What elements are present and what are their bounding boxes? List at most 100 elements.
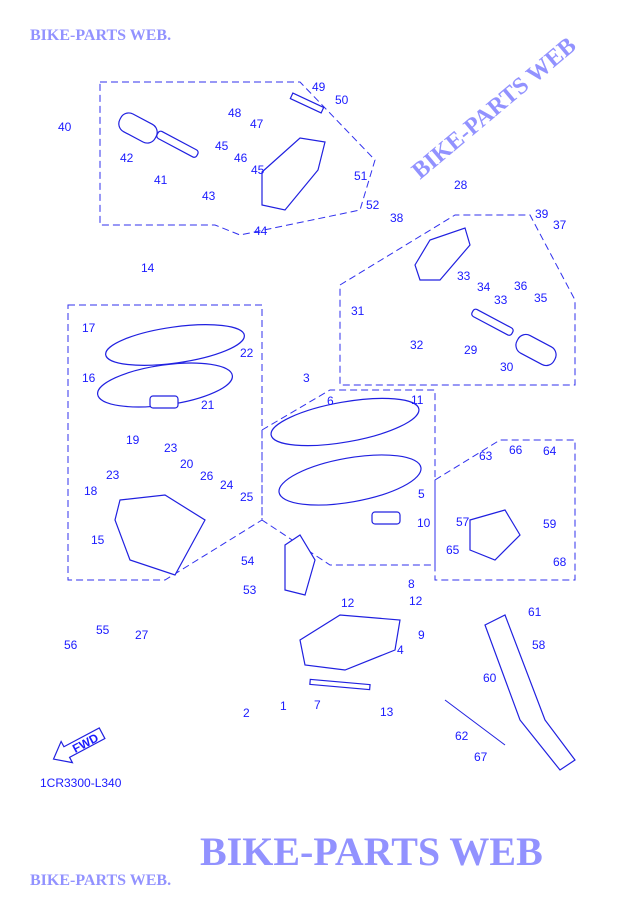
part-label: 13 (380, 705, 394, 719)
part-label: 2 (243, 706, 250, 720)
part-label: 5 (418, 487, 425, 501)
holder-4 (299, 614, 401, 671)
watermark: BIKE-PARTS WEB. (30, 872, 171, 889)
switch-57 (469, 509, 521, 561)
bracket-28 (414, 227, 471, 281)
part-label: 64 (543, 444, 557, 458)
sidestand-58 (484, 614, 576, 771)
watermark: BIKE-PARTS WEB (407, 32, 581, 184)
part-label: 21 (201, 398, 215, 412)
bracket-44 (261, 137, 326, 211)
spring-62 (444, 699, 506, 746)
part-label: 27 (135, 628, 149, 642)
part-label: 48 (228, 106, 242, 120)
part-label: 46 (234, 151, 248, 165)
part-label: 15 (91, 533, 105, 547)
part-label: 67 (474, 750, 488, 764)
part-label: 10 (417, 516, 431, 530)
footboard-5 (278, 454, 422, 506)
watermark: BIKE-PARTS WEB. (30, 27, 171, 44)
part-label: 40 (58, 120, 72, 134)
part-label: 41 (154, 173, 168, 187)
part-label: 60 (483, 671, 497, 685)
part-label: 9 (418, 628, 425, 642)
part-label: 3 (303, 371, 310, 385)
part-label: 63 (479, 449, 493, 463)
group-28-frame (339, 214, 576, 386)
part-label: 51 (354, 169, 368, 183)
part-label: 58 (532, 638, 546, 652)
part-label: 34 (477, 280, 491, 294)
group-40-frame (99, 81, 376, 236)
part-label: 55 (96, 623, 110, 637)
part-label: 68 (553, 555, 567, 569)
part-label: 26 (200, 469, 214, 483)
part-label: 22 (240, 346, 254, 360)
rubber-21 (149, 395, 179, 409)
part-label: 49 (312, 80, 326, 94)
part-label: 62 (455, 729, 469, 743)
part-label: 61 (528, 605, 542, 619)
fwd-arrow-icon (52, 727, 106, 764)
part-label: 20 (180, 457, 194, 471)
part-label: 29 (464, 343, 478, 357)
bolt-7 (309, 678, 371, 691)
part-label: 6 (327, 394, 334, 408)
part-label: 33 (457, 269, 471, 283)
part-label: 25 (240, 490, 254, 504)
part-label: 66 (509, 443, 523, 457)
peg-rod-29 (471, 308, 514, 336)
parts (97, 92, 576, 771)
part-label: 8 (408, 577, 415, 591)
part-label: 23 (106, 468, 120, 482)
watermark: BIKE-PARTS WEB (200, 829, 543, 874)
part-label: 42 (120, 151, 134, 165)
part-label: 19 (126, 433, 140, 447)
part-label: 4 (397, 643, 404, 657)
part-label: 54 (241, 554, 255, 568)
part-label: 7 (314, 698, 321, 712)
part-label: 50 (335, 93, 349, 107)
footboard-cover-17 (105, 324, 245, 366)
part-label: 45 (215, 139, 229, 153)
part-label: 36 (514, 279, 528, 293)
part-label: 57 (456, 515, 470, 529)
footpeg-rubber-30 (515, 333, 557, 367)
part-label: 44 (254, 224, 268, 238)
bolt-49 (289, 92, 325, 114)
part-label: 1 (280, 699, 287, 713)
diagram-code: 1CR3300-L340 (40, 776, 122, 790)
part-label: 33 (494, 293, 508, 307)
bracket-54 (284, 534, 316, 596)
part-label: 18 (84, 484, 98, 498)
part-label: 65 (446, 543, 460, 557)
part-label: 35 (534, 291, 548, 305)
part-label: 12 (409, 594, 423, 608)
footboard-cover-6 (270, 397, 420, 447)
part-label: 14 (141, 261, 155, 275)
part-label: 17 (82, 321, 96, 335)
part-label: 38 (390, 211, 404, 225)
footboard-bracket (114, 494, 206, 576)
group-frames (67, 81, 576, 581)
part-label: 52 (366, 198, 380, 212)
part-label: 47 (250, 117, 264, 131)
part-label: 12 (341, 596, 355, 610)
part-label: 39 (535, 207, 549, 221)
part-label: 59 (543, 517, 557, 531)
group-14-frame (67, 304, 263, 581)
footpeg-rubber-42 (118, 112, 158, 144)
part-label: 43 (202, 189, 216, 203)
peg-rod-41 (156, 130, 199, 158)
fwd-badge: FWD (52, 727, 106, 764)
part-label: 16 (82, 371, 96, 385)
rubber-10 (371, 511, 401, 525)
part-label: 28 (454, 178, 468, 192)
part-label: 53 (243, 583, 257, 597)
part-label: 45 (251, 163, 265, 177)
part-label: 11 (411, 393, 424, 407)
part-label: 37 (553, 218, 567, 232)
